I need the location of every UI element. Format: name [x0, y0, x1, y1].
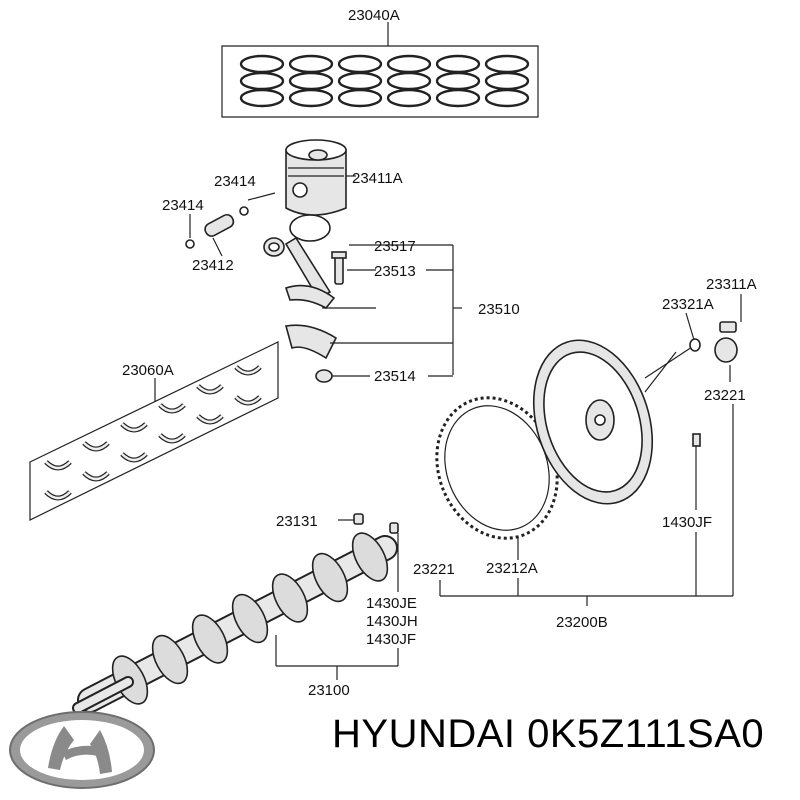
hyundai-logo-icon	[9, 711, 155, 789]
piston-ring	[435, 71, 481, 91]
label-23514: 23514	[374, 368, 416, 385]
label-23510: 23510	[478, 301, 520, 318]
piston-ring	[435, 54, 481, 74]
crankshaft	[72, 513, 399, 714]
piston-ring	[484, 88, 530, 108]
piston-ring	[337, 71, 383, 91]
piston-ring	[484, 54, 530, 74]
piston-ring	[288, 88, 334, 108]
rod-cap	[284, 324, 453, 383]
piston	[285, 139, 356, 216]
label-23513: 23513	[374, 263, 416, 280]
piston-ring	[386, 71, 432, 91]
piston-ring	[386, 54, 432, 74]
connecting-rod	[263, 214, 462, 375]
label-23414-left: 23414	[162, 197, 204, 214]
crank-web	[271, 573, 309, 623]
main-bearing-set	[29, 341, 279, 521]
label-1430JF-right: 1430JF	[662, 514, 712, 531]
piston-ring	[239, 71, 285, 91]
label-1430JF-left: 1430JF	[366, 631, 416, 648]
crank-web	[151, 634, 189, 685]
label-23200B: 23200B	[556, 614, 608, 631]
bearing-shell-face	[45, 461, 71, 470]
label-23412: 23412	[192, 257, 234, 274]
bearing-shell-face	[235, 366, 261, 375]
bearing-shell-face	[235, 396, 261, 405]
label-23411A: 23411A	[352, 170, 403, 187]
piston-pin-and-clips	[185, 192, 276, 257]
label-23100: 23100	[308, 682, 350, 699]
label-23060A: 23060A	[122, 362, 174, 379]
label-23040A: 23040A	[348, 7, 400, 24]
piston-ring	[337, 54, 383, 74]
flywheel	[439, 294, 742, 606]
piston-ring	[288, 54, 334, 74]
label-23131: 23131	[276, 513, 318, 530]
label-23414-top: 23414	[214, 173, 256, 190]
piston-ring	[337, 88, 383, 108]
label-23221-right: 23221	[704, 387, 746, 404]
bearing-shell-face	[83, 442, 109, 451]
crank-web	[351, 532, 389, 582]
label-23311A: 23311A	[706, 276, 757, 293]
crank-web	[311, 552, 349, 603]
label-23221-left: 23221	[413, 561, 455, 578]
bearing-shell-face	[159, 434, 185, 443]
crank-web	[191, 614, 229, 664]
piston-ring	[239, 54, 285, 74]
bearing-shell-face	[83, 472, 109, 481]
bearing-shell-face	[45, 491, 71, 500]
label-23212A: 23212A	[486, 560, 538, 577]
piston-ring	[484, 71, 530, 91]
crank-web	[231, 593, 269, 644]
bearing-shell-face	[197, 415, 223, 424]
label-23321A: 23321A	[662, 296, 714, 313]
bearing-shell-face	[159, 404, 185, 413]
piston-ring-set	[221, 22, 539, 118]
label-23517: 23517	[374, 238, 416, 255]
brand-part-number: HYUNDAI 0K5Z111SA0	[332, 712, 765, 756]
bearing-shell-face	[121, 453, 147, 462]
piston-ring	[386, 88, 432, 108]
label-1430JH: 1430JH	[366, 613, 418, 630]
bearing-shell-face	[121, 423, 147, 432]
piston-ring	[239, 88, 285, 108]
bearing-shell-face	[197, 385, 223, 394]
piston-ring	[288, 71, 334, 91]
label-1430JE: 1430JE	[366, 595, 417, 612]
piston-ring	[435, 88, 481, 108]
